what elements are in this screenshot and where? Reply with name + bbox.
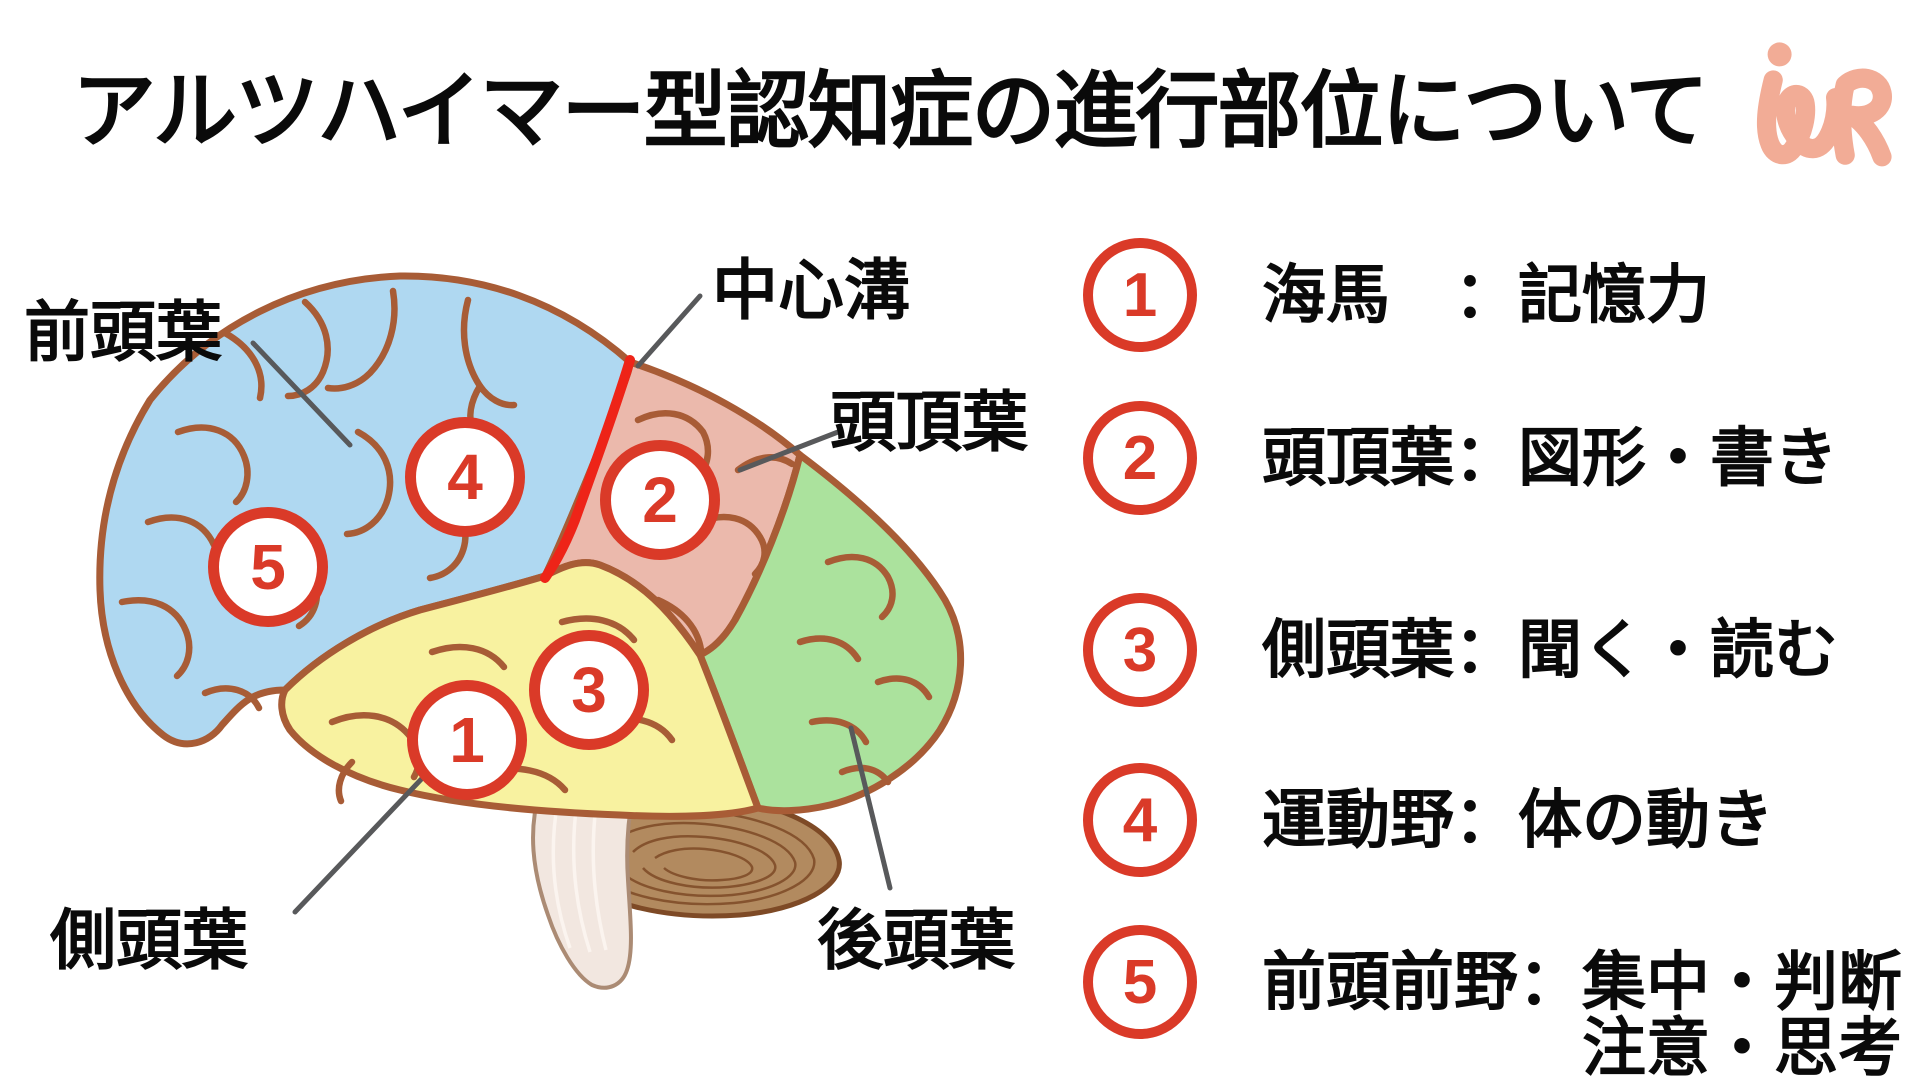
brain-marker-3: 3 — [529, 630, 649, 750]
logo-r-stroke — [1832, 68, 1892, 167]
legend-text-5: 前頭前野：集中・判断 — [1262, 946, 1902, 1018]
legend-marker-2: 2 — [1083, 401, 1197, 515]
label-occipital-lobe: 後頭葉 — [817, 903, 1015, 977]
temporal-pointer-line — [292, 767, 433, 915]
legend-text-4: 運動野：体の動き — [1262, 784, 1774, 856]
parietal-pointer-line — [737, 429, 841, 473]
label-parietal-lobe: 頭頂葉 — [830, 385, 1028, 459]
legend-text-5-line2: 注意・思考 — [1582, 1012, 1902, 1084]
page-title: アルツハイマー型認知症の進行部位について — [72, 64, 1709, 158]
legend-marker-1: 1 — [1083, 238, 1197, 352]
occipital-pointer-line — [848, 725, 893, 891]
central-pointer-line — [635, 293, 703, 369]
legend-text-2: 頭頂葉：図形・書き — [1262, 422, 1838, 494]
label-frontal-lobe: 前頭葉 — [24, 295, 222, 369]
central-sulcus-line — [540, 355, 635, 583]
temporal-lobe-shape — [278, 559, 762, 820]
brain-marker-1: 1 — [407, 680, 527, 800]
logo-i-dot — [1767, 42, 1792, 67]
brain-marker-4: 4 — [405, 417, 525, 537]
pointer-lines — [250, 293, 893, 915]
brain-marker-2: 2 — [600, 440, 720, 560]
legend-marker-5: 5 — [1083, 925, 1197, 1039]
logo-iw-stroke — [1756, 70, 1846, 165]
label-temporal-lobe: 側頭葉 — [50, 903, 248, 977]
frontal-pointer-line — [250, 340, 353, 448]
legend-marker-3: 3 — [1083, 593, 1197, 707]
legend-text-3: 側頭葉：聞く・読む — [1262, 614, 1838, 686]
brainstem-shape — [531, 787, 636, 990]
brain-marker-5: 5 — [208, 507, 328, 627]
logo — [1756, 42, 1892, 167]
label-central-sulcus: 中心溝 — [712, 253, 910, 327]
legend-marker-4: 4 — [1083, 763, 1197, 877]
occipital-lobe-shape — [696, 451, 964, 815]
legend-text-1: 海馬 ：記憶力 — [1262, 259, 1710, 331]
